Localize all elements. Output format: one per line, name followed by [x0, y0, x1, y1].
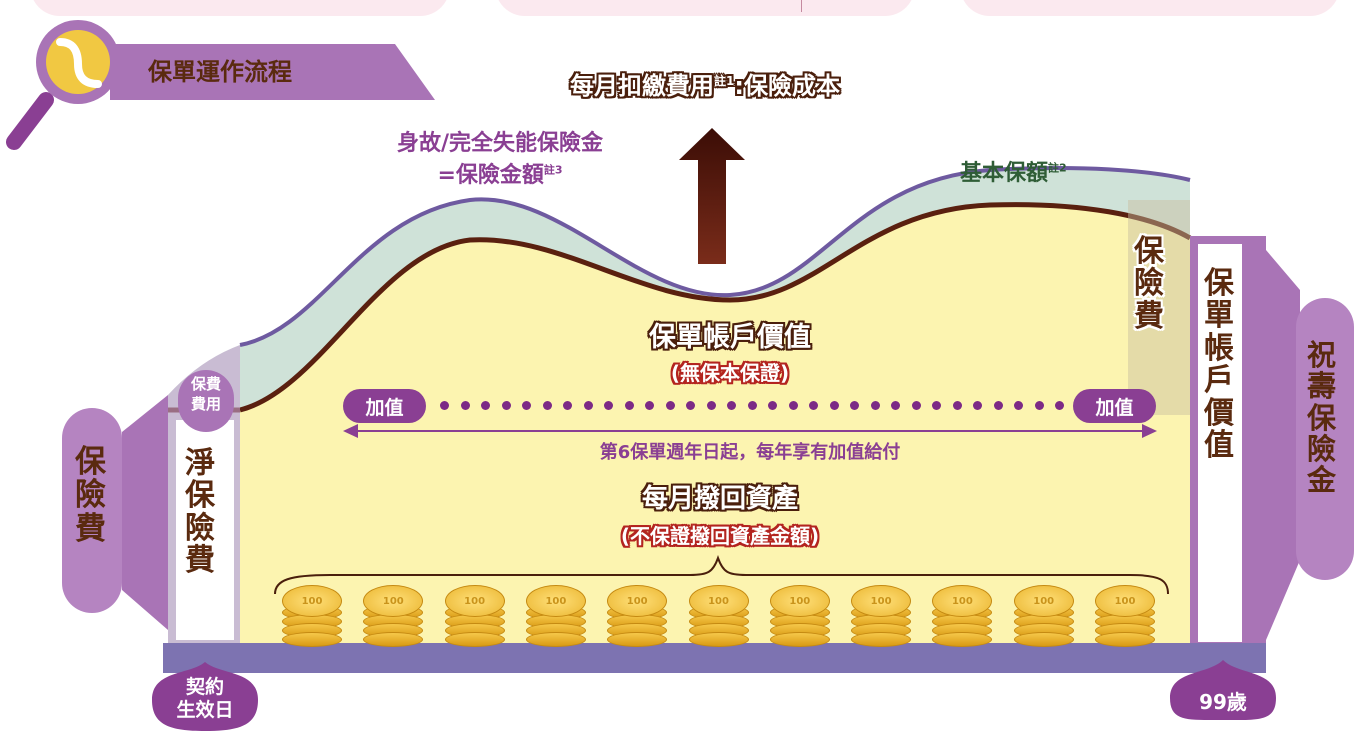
magnifier-handle — [6, 92, 54, 150]
bonus-dot — [460, 401, 470, 410]
bonus-dot — [952, 401, 962, 410]
account-value-sub: (無保本保證) — [670, 361, 790, 385]
coin-brace — [274, 555, 1169, 595]
bonus-dot — [1055, 401, 1064, 410]
end-age-label: 99歲 — [1199, 690, 1247, 714]
account-value-label: 保單帳戶價值 — [649, 322, 811, 353]
timeline-bar — [163, 643, 1266, 673]
start-date-label: 契約 生效日 — [176, 676, 234, 721]
right-account-value-label: 保單帳戶價值 — [1204, 266, 1234, 463]
bonus-dot — [932, 401, 941, 410]
monthly-fee-label: 每月扣繳費用註1:保險成本 — [570, 72, 840, 100]
bonus-dot — [973, 401, 982, 410]
bonus-dot — [481, 401, 490, 410]
withdrawal-label: 每月撥回資產 — [641, 484, 798, 514]
bonus-dot — [624, 401, 634, 410]
bonus-dot — [768, 401, 777, 410]
top-tab-right — [960, 0, 1340, 16]
bonus-dot — [1014, 401, 1023, 410]
withdrawal-sub: (不保證撥回資產金額) — [620, 524, 820, 548]
bonus-dot — [788, 401, 798, 410]
bonus-dot — [809, 401, 818, 410]
bonus-dot — [604, 401, 613, 410]
top-tab-left — [30, 0, 450, 16]
bonus-dot — [501, 401, 511, 410]
top-tab-middle — [495, 0, 915, 16]
bonus-pill-right: 加值 — [1073, 389, 1156, 423]
bonus-dot — [563, 401, 572, 410]
bonus-dot — [747, 401, 757, 410]
page-title: 保單運作流程 — [148, 58, 292, 86]
bonus-description: 第6保單週年日起，每年享有加值給付 — [599, 442, 901, 463]
bonus-dot — [645, 401, 654, 410]
up-arrow — [679, 128, 745, 264]
bonus-dot — [993, 401, 1003, 410]
bonus-dot — [686, 401, 695, 410]
bonus-dot — [829, 401, 839, 410]
bonus-dot — [891, 401, 900, 410]
bonus-dot — [870, 401, 880, 410]
premium-fee-badge: 保費 費用 — [178, 370, 234, 432]
survival-benefit-label: 祝壽保險金 — [1307, 338, 1337, 498]
left-premium-label: 保險費 — [75, 444, 106, 547]
bonus-dot — [542, 401, 552, 410]
start-marker — [152, 662, 258, 731]
title-banner — [110, 44, 435, 100]
base-amount-label: 基本保額註2 — [960, 161, 1067, 186]
bonus-dot — [850, 401, 859, 410]
bonus-dot — [583, 401, 593, 410]
net-premium-label: 淨保險費 — [185, 446, 215, 579]
bonus-dot — [665, 401, 675, 410]
right-premium-label: 保險費 — [1134, 234, 1164, 334]
end-marker — [1170, 660, 1276, 721]
bonus-dot — [522, 401, 531, 410]
survival-benefit-box — [1296, 298, 1354, 580]
bonus-dot — [727, 401, 736, 410]
bonus-dot — [706, 401, 716, 410]
death-benefit-label: 身故/完全失能保險金 =保險金額註3 — [396, 131, 604, 188]
left-premium-box — [62, 408, 122, 613]
bonus-dot — [440, 401, 449, 410]
bonus-dot — [911, 401, 921, 410]
account-value-area — [240, 204, 1190, 650]
bonus-pill-left: 加值 — [343, 389, 426, 423]
bonus-dot — [1034, 401, 1044, 410]
